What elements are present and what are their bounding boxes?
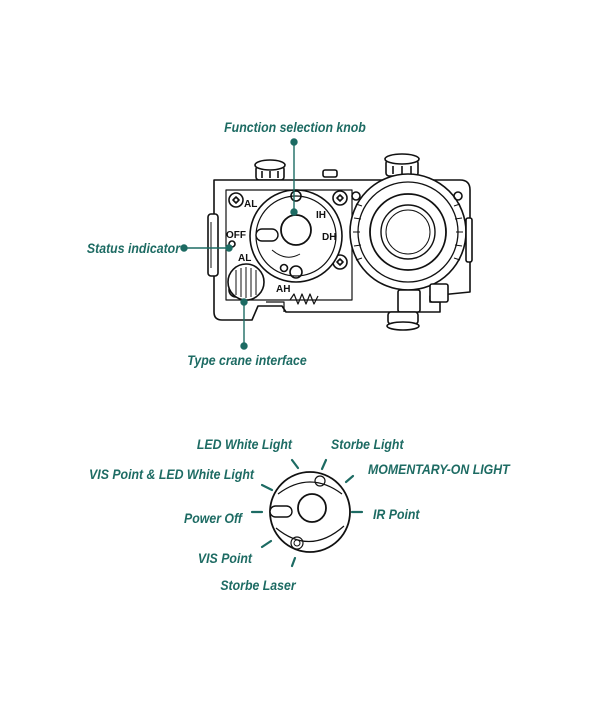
mode-switch-dial — [227, 263, 265, 301]
tick-storbe-laser — [290, 556, 297, 568]
device-leaders — [180, 138, 298, 350]
tick-led-white-light — [290, 458, 300, 470]
label-status-indicator: Status indicator — [86, 240, 180, 256]
leader-function-knob — [290, 138, 298, 216]
label-storbe-light: Storbe Light — [331, 436, 404, 452]
knob-detail — [269, 471, 351, 553]
tick-momentary-on — [344, 474, 355, 484]
marking-al-bottom: AL — [238, 253, 251, 264]
tick-storbe-light — [320, 458, 328, 471]
device-markings: AL IH OFF DH AL AH — [226, 199, 336, 295]
label-momentary-on-light: MOMENTARY-ON LIGHT — [368, 461, 510, 477]
label-power-off: Power Off — [184, 510, 242, 526]
bottom-clamp — [386, 283, 449, 331]
marking-al-top: AL — [244, 199, 257, 210]
label-ir-point: IR Point — [373, 506, 420, 522]
tick-vis-point-led — [260, 483, 274, 492]
marking-ih: IH — [316, 210, 326, 221]
marking-off: OFF — [226, 230, 246, 241]
device-drawing — [207, 153, 473, 331]
label-type-crane-interface: Type crane interface — [187, 352, 307, 368]
label-led-white-light: LED White Light — [196, 436, 292, 452]
leader-status-indicator — [180, 244, 233, 252]
leader-type-crane — [240, 298, 248, 350]
knob-ticks — [250, 458, 364, 568]
panel-screw — [332, 190, 348, 206]
top-screw-right — [384, 153, 420, 177]
function-knob — [249, 189, 343, 283]
label-vis-point-led-white-light: VIS Point & LED White Light — [89, 466, 254, 482]
panel-screw — [228, 192, 244, 208]
lens-housing — [349, 173, 467, 291]
top-screw-left — [254, 159, 286, 181]
label-storbe-laser: Storbe Laser — [220, 577, 296, 593]
marking-ah: AH — [276, 284, 290, 295]
tick-vis-point — [260, 539, 273, 549]
label-vis-point: VIS Point — [197, 550, 252, 566]
marking-dh: DH — [322, 232, 336, 243]
label-function-selection-knob: Function selection knob — [224, 119, 366, 135]
